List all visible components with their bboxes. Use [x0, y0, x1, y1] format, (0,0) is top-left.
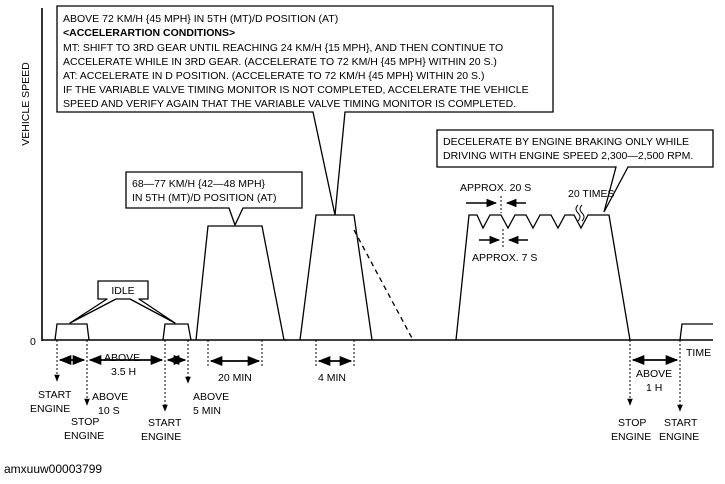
start-engine-2-line-2: ENGINE — [141, 431, 181, 443]
accel-line-7: SPEED AND VERIFY AGAIN THAT THE VARIABLE… — [63, 98, 516, 110]
period-label: APPROX. 20 S — [460, 182, 531, 194]
callout-accel-conditions: ABOVE 72 KM/H {45 MPH} IN 5TH (MT)/D POS… — [56, 5, 554, 216]
above-5min-line-1: ABOVE — [193, 391, 229, 403]
start-engine-1-line-1: START — [38, 389, 72, 401]
accel-segment — [299, 214, 373, 341]
start-engine-2-line-1: START — [148, 417, 182, 429]
start-engine-3-line-2: ENGINE — [659, 431, 699, 443]
break-symbol — [575, 204, 585, 222]
final-idle-segment — [679, 323, 713, 341]
repeat-label: 20 TIMES — [568, 188, 615, 200]
accel-line-3: MT: SHIFT TO 3RD GEAR UNTIL REACHING 24 … — [63, 42, 503, 54]
zigzag-segment — [455, 214, 631, 341]
stop-engine-1-line-2: ENGINE — [64, 430, 104, 442]
start-engine-1-line-2: ENGINE — [30, 403, 70, 415]
decel-line-2: DRIVING WITH ENGINE SPEED 2,300—2,500 RP… — [443, 150, 693, 162]
stop-engine-1-line-1: STOP — [71, 416, 99, 428]
cruise-line-2: IN 5TH (MT)/D POSITION (AT) — [132, 192, 276, 204]
y-axis-label: VEHICLE SPEED — [20, 62, 32, 146]
accel-decel-dashed — [353, 229, 414, 341]
four-min-label: 4 MIN — [318, 372, 346, 384]
accel-line-2: <ACCELERARTION CONDITIONS> — [63, 27, 235, 39]
accel-line-4: ACCELERATE WHILE IN 3RD GEAR. (ACCELERAT… — [63, 56, 497, 68]
stop-engine-2-line-2: ENGINE — [611, 431, 651, 443]
stop-engine-2-line-1: STOP — [618, 417, 646, 429]
half-label: APPROX. 7 S — [472, 252, 537, 264]
above-1h-line-2: 1 H — [646, 382, 662, 394]
cruise-line-1: 68—77 KM/H {42—48 MPH} — [132, 178, 266, 190]
zigzag-annotations: APPROX. 20 S APPROX. 7 S 20 TIMES — [460, 182, 615, 264]
callout-decel: DECELERATE BY ENGINE BRAKING ONLY WHILE … — [436, 129, 714, 213]
idle-label: IDLE — [111, 285, 134, 297]
accel-line-6: IF THE VARIABLE VALVE TIMING MONITOR IS … — [63, 84, 529, 96]
idle-segment-1 — [54, 323, 90, 341]
above-1h-line-1: ABOVE — [636, 368, 672, 380]
above-3-5h-line-2: 3.5 H — [111, 366, 136, 378]
cruise-segment — [195, 225, 285, 341]
start-engine-3-line-1: START — [664, 417, 698, 429]
idle-segment-2 — [162, 323, 192, 341]
callout-cruise: 68—77 KM/H {42—48 MPH} IN 5TH (MT)/D POS… — [125, 171, 303, 227]
axes — [41, 8, 713, 341]
x-axis-label: TIME — [686, 347, 711, 359]
speed-trace — [54, 214, 713, 341]
twenty-min-label: 20 MIN — [218, 372, 252, 384]
accel-line-1: ABOVE 72 KM/H {45 MPH} IN 5TH (MT)/D POS… — [63, 13, 338, 25]
event-markers — [54, 364, 683, 412]
above-3-5h-line-1: ABOVE — [104, 352, 140, 364]
decel-line-1: DECELERATE BY ENGINE BRAKING ONLY WHILE — [443, 136, 689, 148]
above-10s-line-1: ABOVE — [92, 391, 128, 403]
figure-id: amxuuw00003799 — [4, 462, 102, 476]
origin-label: 0 — [30, 336, 36, 348]
above-10s-line-2: 10 S — [98, 405, 120, 417]
duration-markers — [56, 340, 681, 367]
accel-line-5: AT: ACCELERATE IN D POSITION. (ACCELERAT… — [63, 70, 484, 82]
above-5min-line-2: 5 MIN — [193, 405, 221, 417]
callout-idle: IDLE — [69, 280, 176, 324]
